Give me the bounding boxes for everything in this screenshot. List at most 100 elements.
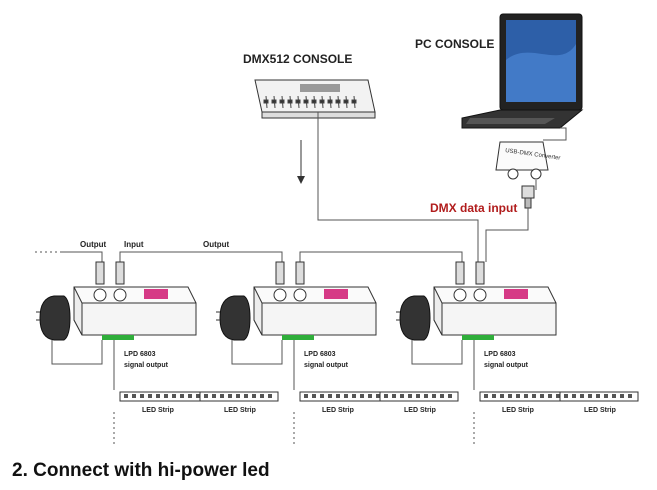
led-chip bbox=[424, 394, 428, 398]
led-chip bbox=[556, 394, 560, 398]
led-strip-label: LED Strip bbox=[142, 407, 174, 414]
usb-dmx-converter: USB-DMX Converter bbox=[495, 141, 561, 180]
led-strip-label: LED Strip bbox=[224, 407, 256, 414]
led-chip bbox=[360, 394, 364, 398]
controller-1: LPD 6803 signal output bbox=[36, 261, 197, 446]
led-strip: LED Strip bbox=[379, 391, 459, 414]
led-chip bbox=[612, 394, 616, 398]
signal-output-label: signal output bbox=[484, 362, 529, 369]
led-chip bbox=[148, 394, 152, 398]
led-chip bbox=[352, 394, 356, 398]
led-chip bbox=[572, 394, 576, 398]
display-panel bbox=[144, 289, 168, 299]
xlr-connector bbox=[293, 288, 307, 302]
xlr-plug bbox=[95, 261, 105, 285]
led-chip bbox=[344, 394, 348, 398]
signal-output-label: LPD 6803 bbox=[124, 351, 156, 358]
terminal-block bbox=[282, 335, 314, 340]
led-chip bbox=[432, 394, 436, 398]
xlr-connector bbox=[453, 288, 467, 302]
dmx-console-label: DMX512 CONSOLE bbox=[243, 52, 352, 66]
laptop-icon bbox=[461, 13, 584, 129]
led-chip bbox=[588, 394, 592, 398]
terminal-block bbox=[102, 335, 134, 340]
led-chip bbox=[596, 394, 600, 398]
xlr-plug bbox=[115, 261, 125, 285]
led-chip bbox=[164, 394, 168, 398]
output-cable-1 bbox=[62, 251, 103, 262]
led-chip bbox=[204, 394, 208, 398]
led-chip bbox=[140, 394, 144, 398]
xlr-connector bbox=[273, 288, 287, 302]
led-chip bbox=[628, 394, 632, 398]
led-chip bbox=[228, 394, 232, 398]
led-chip bbox=[400, 394, 404, 398]
xlr-plug bbox=[295, 261, 305, 285]
led-strip-label: LED Strip bbox=[322, 407, 354, 414]
pc-console-label: PC CONSOLE bbox=[415, 37, 494, 51]
output-label-1: Output bbox=[80, 240, 107, 249]
signal-output-label: LPD 6803 bbox=[484, 351, 516, 358]
led-chip bbox=[604, 394, 608, 398]
xlr-plug bbox=[455, 261, 465, 285]
xlr-plug bbox=[521, 185, 535, 209]
led-chip bbox=[260, 394, 264, 398]
led-chip bbox=[500, 394, 504, 398]
display-panel bbox=[324, 289, 348, 299]
display-panel bbox=[504, 289, 528, 299]
led-chip bbox=[336, 394, 340, 398]
pc-dmx-cable bbox=[485, 208, 529, 262]
led-strip: LED Strip bbox=[299, 391, 382, 414]
led-chip bbox=[580, 394, 584, 398]
output-cable-3 bbox=[299, 251, 463, 262]
led-chip bbox=[196, 394, 200, 398]
controller-3: LPD 6803 signal output bbox=[396, 261, 557, 446]
xlr-connector bbox=[93, 288, 107, 302]
led-chip bbox=[376, 394, 380, 398]
led-chip bbox=[408, 394, 412, 398]
dmx-console-device bbox=[254, 79, 376, 119]
terminal-block bbox=[462, 335, 494, 340]
led-chip bbox=[440, 394, 444, 398]
led-chip bbox=[564, 394, 568, 398]
led-chip bbox=[384, 394, 388, 398]
led-chip bbox=[188, 394, 192, 398]
led-chip bbox=[180, 394, 184, 398]
led-chip bbox=[156, 394, 160, 398]
xlr-connector bbox=[473, 288, 487, 302]
led-chip bbox=[124, 394, 128, 398]
power-adapter-icon bbox=[36, 295, 103, 365]
xlr-plug bbox=[275, 261, 285, 285]
led-chip bbox=[516, 394, 520, 398]
led-chip bbox=[392, 394, 396, 398]
led-chip bbox=[492, 394, 496, 398]
led-chip bbox=[312, 394, 316, 398]
led-strip: LED Strip bbox=[479, 391, 562, 414]
power-adapter-icon bbox=[216, 295, 283, 365]
led-strip-label: LED Strip bbox=[502, 407, 534, 414]
led-strip: LED Strip bbox=[199, 391, 279, 414]
led-chip bbox=[448, 394, 452, 398]
power-adapter-icon bbox=[396, 295, 463, 365]
led-chip bbox=[484, 394, 488, 398]
led-chip bbox=[252, 394, 256, 398]
signal-output-label: LPD 6803 bbox=[304, 351, 336, 358]
led-chip bbox=[172, 394, 176, 398]
led-strip-label: LED Strip bbox=[404, 407, 436, 414]
dmx-console-cable bbox=[317, 112, 479, 262]
diagram-caption: 2. Connect with hi-power led bbox=[12, 460, 270, 481]
signal-output-label: signal output bbox=[124, 362, 169, 369]
led-strip: LED Strip bbox=[119, 391, 202, 414]
led-chip bbox=[368, 394, 372, 398]
output-label-2: Output bbox=[203, 240, 230, 249]
led-chip bbox=[328, 394, 332, 398]
led-chip bbox=[416, 394, 420, 398]
led-strip: LED Strip bbox=[559, 391, 639, 414]
input-label: Input bbox=[124, 240, 144, 249]
led-chip bbox=[268, 394, 272, 398]
dmx-data-input-label: DMX data input bbox=[430, 201, 517, 215]
led-chip bbox=[532, 394, 536, 398]
led-chip bbox=[524, 394, 528, 398]
